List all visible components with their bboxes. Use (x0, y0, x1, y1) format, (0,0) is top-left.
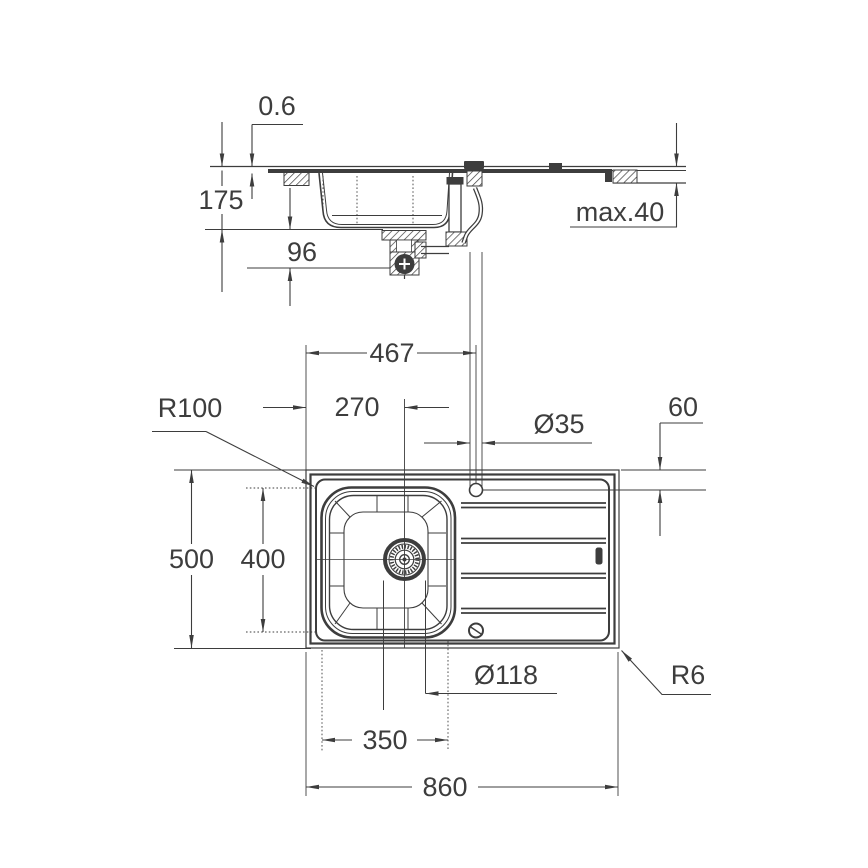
dim-rim-thickness-group: 0.6 (249, 91, 303, 199)
dim-bowl-length: 400 (240, 544, 285, 574)
bowl-facet-lines (329, 495, 446, 630)
dim-sink-depth-group: 500 (169, 469, 311, 649)
dim-tap-hole-diameter-group: Ø35 (424, 409, 592, 446)
dim-tap-hole-y: 60 (668, 392, 698, 422)
overflow-assembly-section (414, 170, 484, 259)
counter-cross-section-right (612, 169, 638, 184)
tap-hole (468, 482, 484, 498)
dim-sink-length-group: 860 (305, 652, 619, 802)
bowl-floor (343, 511, 429, 609)
dim-rim-corner-radius: R6 (671, 660, 706, 690)
drainer-drain-hole (468, 622, 484, 639)
riser-cap (446, 177, 464, 185)
drain-flange (381, 230, 427, 241)
dim-bowl-depth-group: 175 (198, 122, 244, 292)
dim-bowl-length-group: 400 (240, 487, 316, 633)
dim-sink-length: 860 (422, 772, 467, 802)
drain-assembly-section (381, 230, 427, 279)
dim-bowl-center-x: 270 (334, 392, 379, 422)
countertop-section (210, 165, 686, 186)
dim-tap-hole-diameter: Ø35 (533, 409, 584, 439)
dim-tap-hole-y-group: 60 (483, 392, 706, 536)
dim-drain-diameter-group: Ø118 (425, 660, 557, 696)
edge-clip (595, 547, 603, 565)
dim-drain-clearance-group: 96 (287, 188, 317, 306)
dim-bowl-radius-group: R100 (152, 393, 315, 487)
drainer-ribs (461, 502, 606, 614)
projection-lines (383, 252, 483, 710)
dim-bowl-width-group: 350 (321, 641, 449, 755)
hose-nut (466, 170, 483, 187)
drainer-plan (461, 482, 606, 639)
tap-hole-mount (464, 161, 484, 169)
pressed-surface (315, 478, 610, 642)
sink-outline (305, 469, 620, 649)
dim-bowl-depth: 175 (198, 185, 243, 215)
pipe-nut (414, 241, 427, 259)
dim-bowl-corner-radius: R100 (158, 393, 223, 423)
rim-fitting (549, 163, 562, 169)
dim-sink-depth: 500 (169, 544, 214, 574)
side-view: 0.6 175 96 max.40 (198, 91, 686, 306)
sink-rim-section (268, 161, 612, 182)
bowl-section (318, 172, 454, 229)
dim-bowl-width: 350 (362, 725, 407, 755)
dim-rim-radius-group: R6 (621, 650, 711, 696)
top-view: 467 270 Ø35 60 (152, 252, 711, 802)
dim-drain-clearance: 96 (287, 237, 317, 267)
rim-edge-hook (605, 170, 612, 182)
overflow-riser (448, 183, 462, 233)
dim-counter-thickness-group: max.40 (570, 123, 679, 228)
dim-tap-hole-x: 467 (369, 338, 414, 368)
counter-cross-section-left (283, 172, 310, 186)
dim-counter-thickness: max.40 (576, 197, 665, 227)
dim-bowl-center-group: 270 (263, 392, 449, 422)
dim-tap-hole-x-group: 467 (305, 338, 476, 470)
bowl-plan (316, 486, 457, 639)
dim-rim-thickness: 0.6 (258, 91, 296, 121)
dim-drain-diameter: Ø118 (474, 660, 538, 690)
